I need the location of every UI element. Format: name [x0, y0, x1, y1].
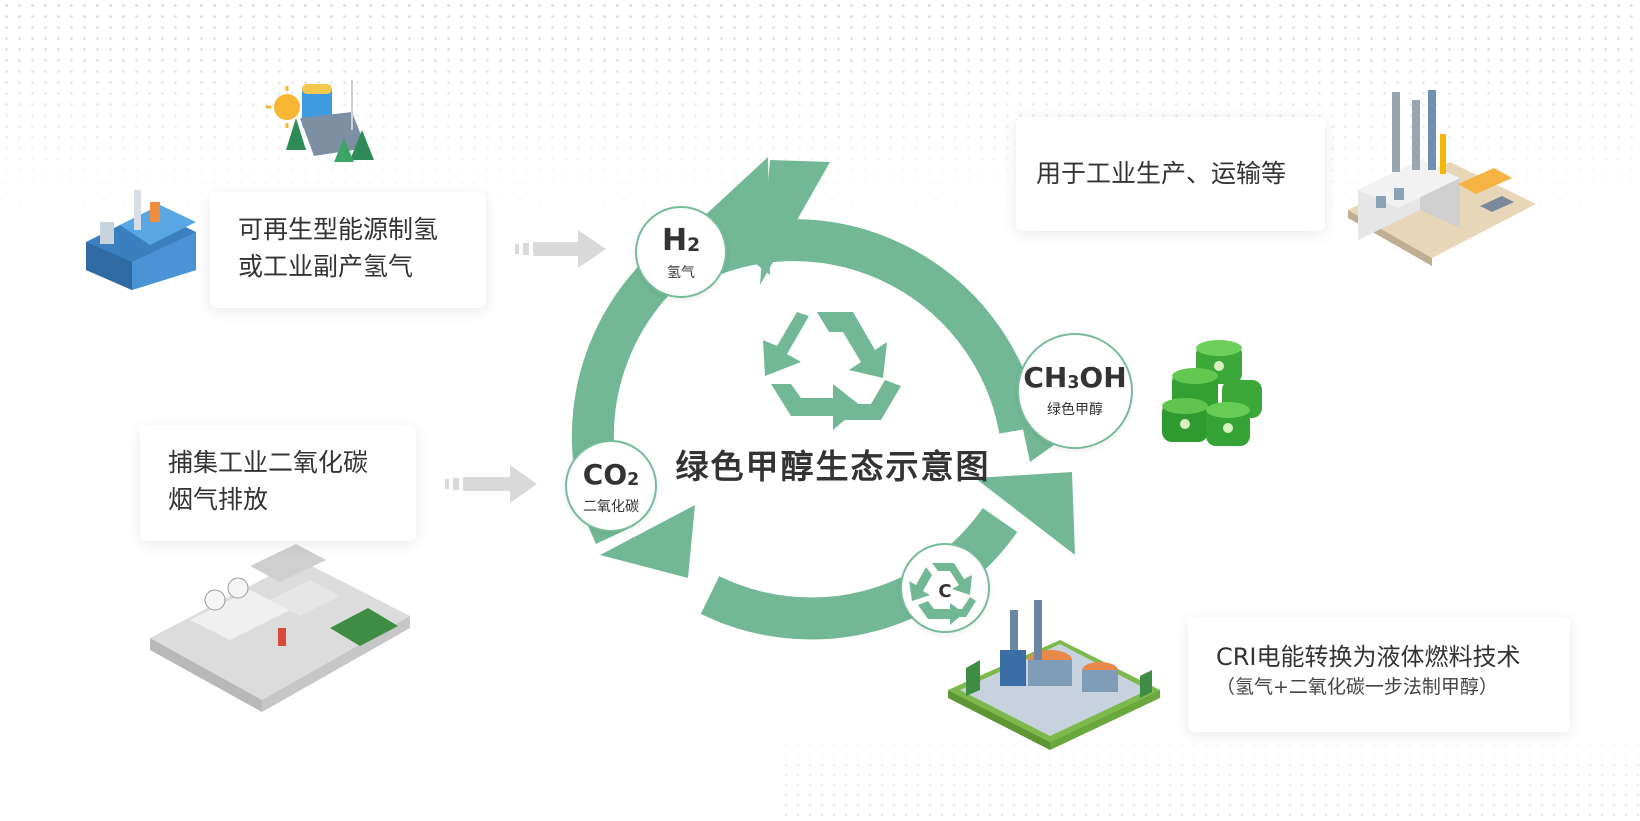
node-carbon: C	[900, 543, 990, 633]
node-ch3oh-formula-sub: 3	[1067, 372, 1080, 393]
green-barrels-icon	[1162, 340, 1262, 446]
card-h2-source: 可再生型能源制氢 或工业副产氢气	[210, 192, 486, 308]
factory-icon	[86, 190, 196, 290]
card-cri-line1: CRI电能转换为液体燃料技术	[1216, 643, 1521, 671]
node-co2: CO2 二氧化碳	[565, 440, 657, 532]
card-co2-source: 捕集工业二氧化碳 烟气排放	[140, 425, 416, 541]
card-usage: 用于工业生产、运输等	[1016, 117, 1325, 231]
card-cri-line2: （氢气+二氧化碳一步法制甲醇）	[1216, 676, 1498, 698]
node-carbon-label: C	[938, 581, 951, 602]
card-usage-line1: 用于工业生产、运输等	[1036, 159, 1287, 188]
node-ch3oh-formula-a: CH	[1023, 361, 1068, 394]
cycle-arrowhead-top-b	[760, 160, 830, 285]
node-co2-name: 二氧化碳	[583, 499, 639, 515]
cycle-arrowhead-top	[700, 157, 770, 275]
card-co2-line1: 捕集工业二氧化碳	[168, 448, 369, 477]
arrow-h2-source	[515, 230, 606, 268]
refinery-icon	[948, 600, 1160, 750]
node-ch3oh-name: 绿色甲醇	[1047, 402, 1103, 418]
arrow-co2-source	[445, 465, 537, 503]
card-co2-line2: 烟气排放	[168, 485, 269, 514]
card-h2-line2: 或工业副产氢气	[238, 252, 414, 281]
node-ch3oh: CH3OH 绿色甲醇	[1017, 333, 1133, 449]
card-cri-technology: CRI电能转换为液体燃料技术 （氢气+二氧化碳一步法制甲醇）	[1188, 617, 1570, 732]
power-plant-icon	[1348, 90, 1536, 266]
cycle-arrowhead-left	[600, 505, 695, 578]
node-h2: H2 氢气	[635, 206, 727, 298]
node-h2-formula-main: H	[661, 223, 688, 258]
node-co2-formula-sub: 2	[627, 469, 640, 490]
node-h2-formula-sub: 2	[687, 234, 701, 256]
recycle-icon	[763, 312, 901, 430]
industrial-park-icon	[150, 544, 410, 712]
renewable-energy-icon	[266, 80, 374, 162]
node-co2-formula-main: CO	[582, 458, 628, 491]
diagram-title: 绿色甲醇生态示意图	[675, 447, 991, 486]
node-ch3oh-formula: CH3OH	[1019, 361, 1131, 399]
node-co2-formula: CO2	[567, 458, 655, 496]
node-ch3oh-formula-b: OH	[1079, 361, 1127, 394]
cycle-arrowhead-right	[975, 472, 1075, 555]
node-h2-name: 氢气	[667, 265, 695, 281]
carbon-recycle-icon: C	[909, 563, 976, 625]
node-h2-formula: H2	[637, 224, 725, 262]
dotted-background-bottom	[780, 720, 1640, 821]
card-h2-line1: 可再生型能源制氢	[238, 215, 439, 244]
